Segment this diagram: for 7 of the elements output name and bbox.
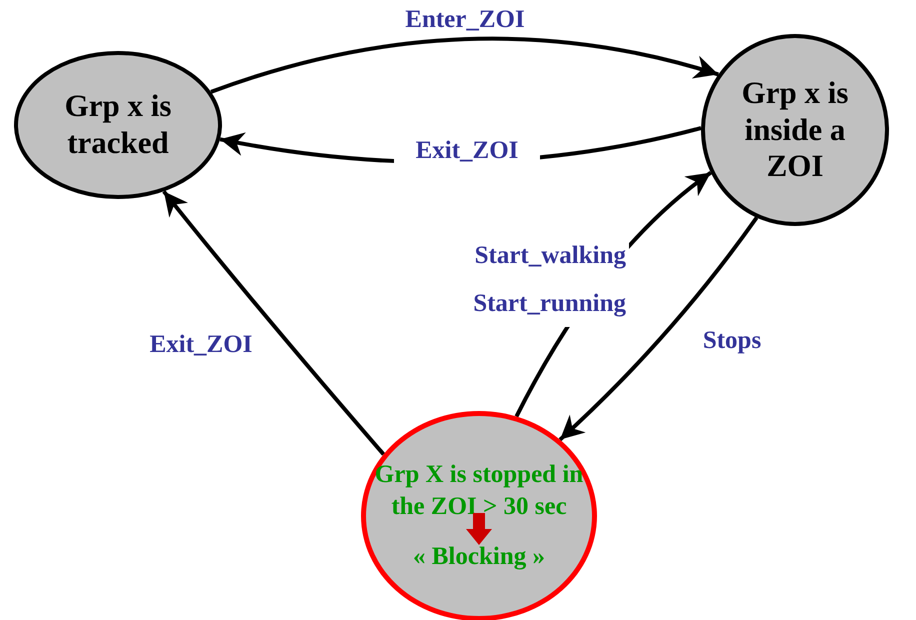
arrow [558,216,758,442]
state-label: « Blocking » [412,542,546,572]
arrow [210,36,719,94]
state-label: Grp X is stopped in the ZOI > 30 sec [374,460,584,522]
state-label: Grp x is inside a ZOI [740,75,850,185]
state-label: Grp x is tracked [64,88,172,162]
arrow [162,190,386,456]
